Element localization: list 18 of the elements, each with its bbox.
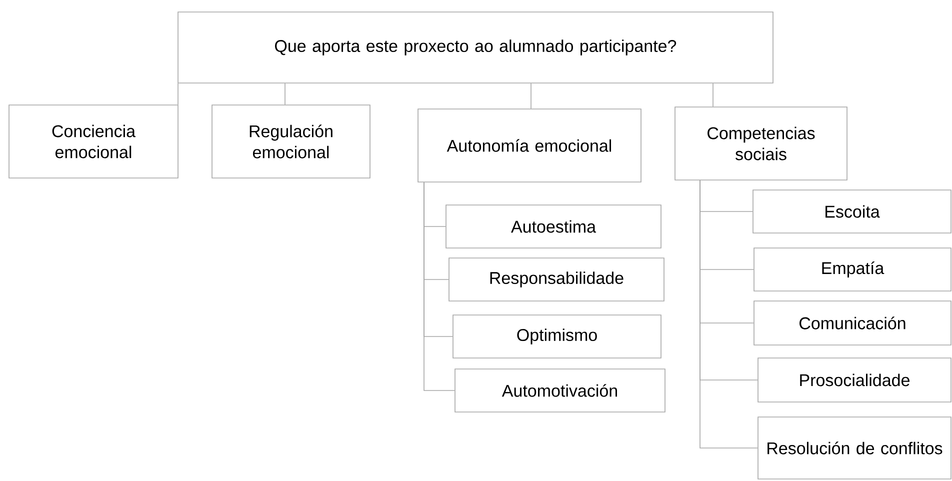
category-box: Responsabilidade <box>448 258 664 302</box>
category-box: Autonomía emocional <box>418 108 642 182</box>
category-box: Automotivación <box>454 368 666 412</box>
category-box: Empatía <box>754 248 952 292</box>
connector-line <box>284 83 286 105</box>
category-box: Que aporta este proxecto ao alumnado participante? <box>178 12 774 84</box>
category-box: Conciencia emocional <box>8 104 178 178</box>
connector-line <box>530 83 532 109</box>
connector-line <box>712 83 714 107</box>
category-box: Resolución de conflitos <box>758 416 952 480</box>
category-box: Competencias sociais <box>674 106 848 180</box>
category-box: Autoestima <box>446 204 662 248</box>
category-box: Regulación emocional <box>212 104 370 178</box>
category-box: Escoita <box>752 190 952 234</box>
connector-line <box>424 182 455 391</box>
category-box: Prosocialidade <box>758 358 952 402</box>
category-box: Comunicación <box>754 300 952 346</box>
category-box: Optimismo <box>452 314 662 358</box>
